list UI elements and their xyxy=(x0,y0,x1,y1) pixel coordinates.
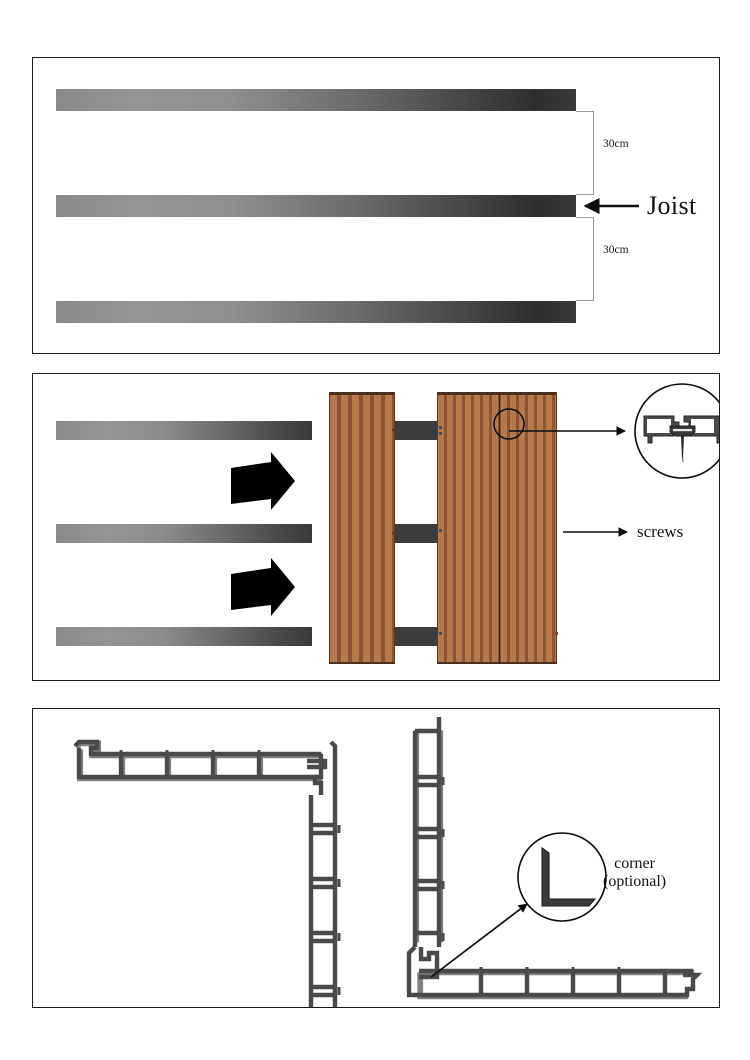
profile-left-outer-wall xyxy=(329,740,338,1007)
corner-profiles-svg xyxy=(73,717,703,1007)
plank-group-left xyxy=(329,392,395,664)
plank-top-edge xyxy=(330,392,394,395)
slide-arrows-svg xyxy=(231,452,295,616)
corner-detail-circle xyxy=(517,832,607,922)
corner-optional-label: corner (optional) xyxy=(603,855,666,891)
screws-label: screws xyxy=(637,522,684,541)
profile-left-top-skin xyxy=(73,739,321,757)
screw-dot xyxy=(439,632,442,635)
plank-bottom-edge xyxy=(438,662,556,664)
joist-spacing-panel: 30cm 30cm Joist xyxy=(32,57,720,354)
joist-segment-middle-mid xyxy=(395,524,441,543)
vertical-chamber-dividers xyxy=(311,822,335,998)
profile-left-shadow xyxy=(74,740,323,782)
clip-detail-svg xyxy=(634,383,719,479)
joist-bar-top xyxy=(56,89,576,111)
chamber-tabs xyxy=(119,750,261,754)
dimension-label-lower: 30cm xyxy=(603,244,629,256)
slide-arrow-upper xyxy=(231,452,295,510)
board-cross-section-left xyxy=(643,415,680,444)
screw-dot xyxy=(439,426,442,429)
joist-bar-bottom xyxy=(56,627,312,646)
corner-callout-leader xyxy=(430,903,528,978)
profile-right xyxy=(406,717,703,1000)
chamber-tabs xyxy=(479,967,621,971)
board-fixing-panel: screws xyxy=(32,373,720,681)
screw-dot xyxy=(439,529,442,532)
joist-label: Joist xyxy=(647,191,697,220)
joist-bar-middle xyxy=(56,195,576,217)
clip-detail-circle xyxy=(634,383,719,479)
detail-leader-svg xyxy=(493,408,628,537)
profile-left-bottom-skin xyxy=(76,748,321,780)
corner-label-line1: corner xyxy=(614,855,655,872)
profile-right-corner-lock xyxy=(418,947,440,971)
corner-trim-glyph xyxy=(541,846,597,907)
corner-label-line2: (optional) xyxy=(603,872,667,890)
joist-bar-bottom xyxy=(56,301,576,323)
dimension-bracket-lower xyxy=(576,217,594,301)
screw-dot xyxy=(555,632,558,635)
dimension-label-upper: 30cm xyxy=(603,138,629,150)
joist-callout-arrow-svg xyxy=(583,197,639,215)
chamber-dividers xyxy=(478,971,622,995)
profile-right-lock-hook xyxy=(419,968,440,980)
vertical-chamber-dividers xyxy=(415,774,439,892)
joist-segment-top-mid xyxy=(395,421,441,440)
profile-right-corner-outer xyxy=(406,945,437,998)
slide-arrow-lower xyxy=(231,558,295,616)
dimension-bracket-upper xyxy=(576,111,594,195)
plank-seam-line xyxy=(499,392,501,664)
joist-bar-top xyxy=(56,421,312,440)
plank-bottom-edge xyxy=(330,662,394,664)
profile-left xyxy=(73,739,341,1007)
screw-dot xyxy=(439,432,442,435)
corner-profile-panel: corner (optional) xyxy=(32,708,720,1008)
screw-dot xyxy=(392,532,395,535)
profile-right-bottom-skin xyxy=(437,972,703,998)
plank-top-edge xyxy=(438,392,556,395)
screw-shaft xyxy=(681,436,684,463)
joist-bar-middle xyxy=(56,524,312,543)
screw-dot xyxy=(392,429,395,432)
plank-group-right xyxy=(437,392,557,664)
profile-left-corner-detail xyxy=(312,754,324,795)
board-cross-section-right xyxy=(683,415,719,444)
joist-segment-bottom-mid xyxy=(395,627,441,646)
hidden-clip-fastener xyxy=(669,425,696,437)
profile-left-lock-hook xyxy=(307,758,328,770)
zoom-target-circle xyxy=(493,408,525,440)
